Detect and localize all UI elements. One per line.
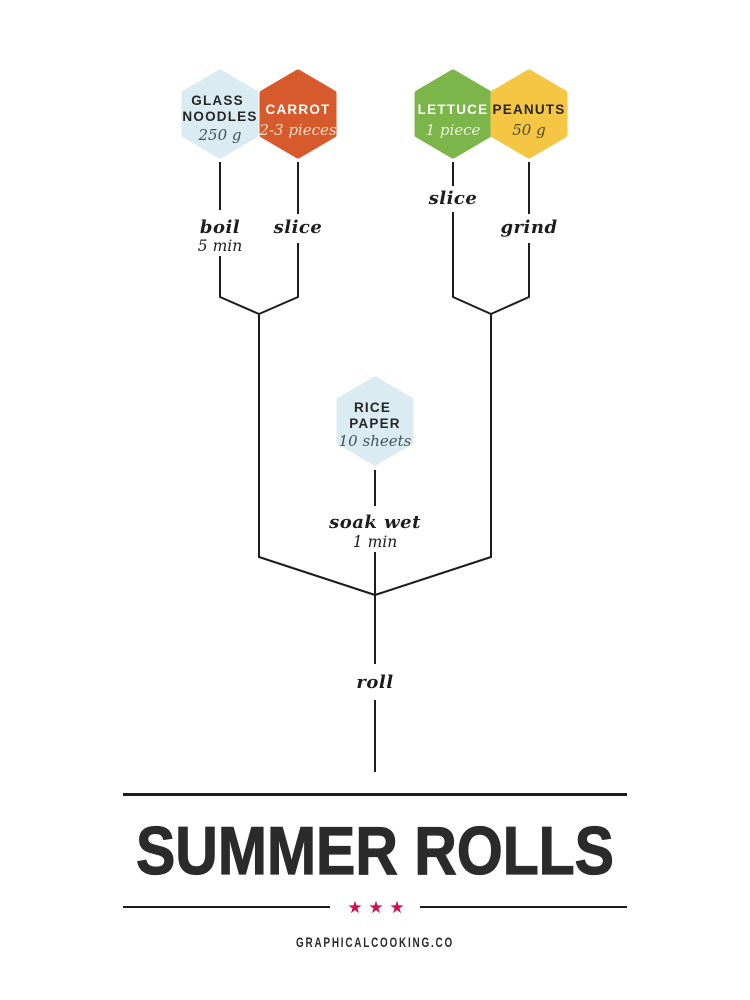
hex-peanuts-name: PEANUTS	[493, 102, 566, 117]
hex-name-line: NOODLES	[182, 109, 257, 124]
hex-rice-paper: RICE PAPER 10 sheets	[336, 376, 414, 466]
hex-glass-noodles-name: GLASS NOODLES	[182, 93, 257, 124]
step-soak-detail: 1 min	[353, 533, 397, 551]
hexagon-rice-paper	[336, 376, 414, 466]
hex-carrot-amount: 2-3 pieces	[258, 121, 336, 139]
hex-glass-noodles-amount: 250 g	[197, 126, 241, 144]
edge-carrot-merge	[258, 243, 299, 315]
step-roll-label: roll	[356, 672, 393, 693]
flow-lines	[219, 162, 530, 772]
hex-glass-noodles: GLASS NOODLES 250 g	[181, 69, 259, 159]
hex-name-line: CARROT	[266, 102, 331, 117]
step-boil-label: boil	[200, 217, 240, 238]
hex-lettuce-amount: 1 piece	[426, 121, 481, 139]
step-slice-carrot-label: slice	[273, 217, 323, 238]
hex-name-line: GLASS	[191, 93, 244, 108]
title-block: SUMMER ROLLS ★ ★ ★ GRAPHICALCOOKING.CO	[123, 793, 627, 950]
step-grind-label: grind	[500, 217, 557, 238]
hex-name-line: LETTUCE	[418, 102, 489, 117]
edge-glass-noodles-merge	[219, 256, 260, 315]
edge-right-pair-to-final-merge	[374, 314, 492, 596]
hex-name-line: RICE	[354, 400, 391, 415]
hexagon-carrot	[259, 69, 337, 159]
bottom-rule-left	[123, 906, 330, 908]
star-icon: ★	[347, 898, 362, 918]
edge-peanuts-merge	[490, 243, 530, 315]
hex-peanuts-amount: 50 g	[512, 121, 545, 139]
hex-carrot: CARROT 2-3 pieces	[258, 69, 337, 159]
hexagon-peanuts	[490, 69, 568, 159]
hexagon-lettuce	[414, 69, 492, 159]
hexagon-glass-noodles	[181, 69, 259, 159]
step-soak-label: soak wet	[328, 512, 421, 533]
bottom-rule-right	[420, 906, 627, 908]
hex-lettuce: LETTUCE 1 piece	[414, 69, 492, 159]
hex-name-line: PAPER	[349, 416, 401, 431]
hex-rice-paper-name: RICE PAPER	[349, 400, 401, 431]
star-icon: ★	[389, 898, 404, 918]
step-labels: boil 5 min slice slice grind soak wet 1 …	[198, 188, 557, 693]
site-credit: GRAPHICALCOOKING.CO	[296, 934, 454, 950]
poster-title: SUMMER ROLLS	[136, 813, 614, 889]
edge-lettuce-merge	[452, 212, 492, 315]
star-icon: ★	[368, 898, 383, 918]
hex-rice-paper-amount: 10 sheets	[339, 432, 412, 450]
hex-lettuce-name: LETTUCE	[418, 102, 489, 117]
step-boil-detail: 5 min	[198, 237, 242, 255]
hex-name-line: PEANUTS	[493, 102, 566, 117]
top-rule	[123, 793, 627, 796]
hex-carrot-name: CARROT	[266, 102, 331, 117]
edge-left-pair-to-final-merge	[258, 314, 376, 596]
hex-peanuts: PEANUTS 50 g	[490, 69, 568, 159]
step-slice-lettuce-label: slice	[428, 188, 478, 209]
